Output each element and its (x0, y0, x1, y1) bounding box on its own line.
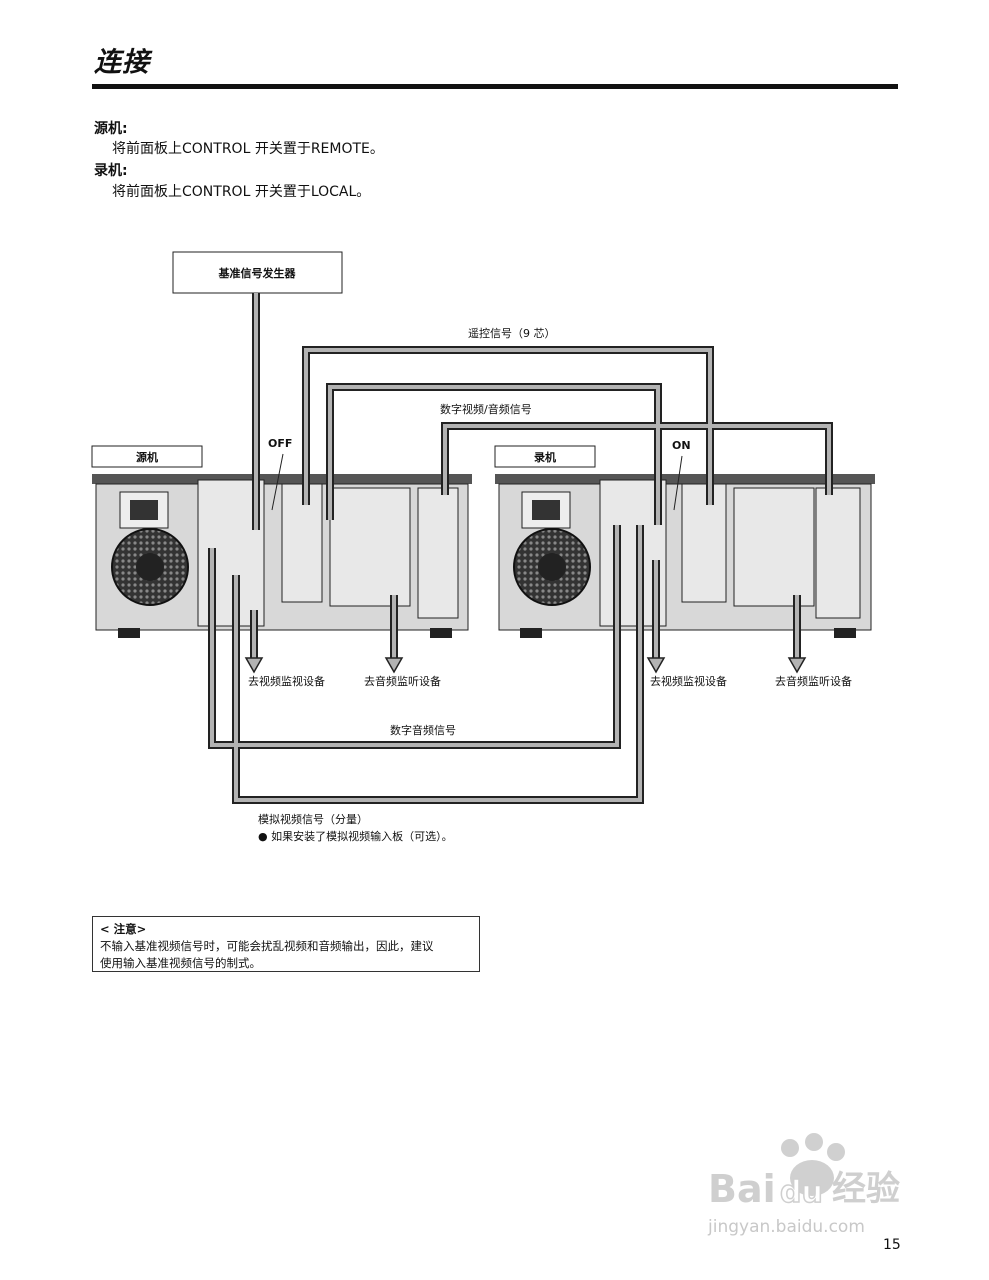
rec-audio-monitor-label: 去音频监听设备 (775, 674, 852, 688)
caution-line-2: 使用输入基准视频信号的制式。 (100, 956, 261, 970)
svg-text:经验: 经验 (832, 1169, 900, 1209)
cables (208, 293, 833, 804)
ref-generator-box (172, 251, 343, 294)
source-unit: 源机 (91, 445, 472, 638)
recorder-unit-label: 录机 (534, 450, 556, 464)
analog-video-signal-label: 模拟视频信号（分量） (258, 812, 368, 826)
caution-box: < 注意> 不输入基准视频信号时，可能会扰乱视频和音频输出，因此，建议 使用输入… (92, 916, 480, 972)
analog-note-label: ● 如果安装了模拟视频输入板（可选）。 (258, 829, 453, 843)
digital-av-signal-label: 数字视频/音频信号 (440, 402, 532, 416)
recorder-unit: 录机 (494, 445, 875, 638)
rec-video-monitor-label: 去视频监视设备 (650, 674, 727, 688)
source-unit-label: 源机 (136, 450, 158, 464)
baidu-watermark-logo: Bai du 经验 jingyan.baidu.com (707, 1133, 900, 1237)
source-label: 源机: (94, 121, 128, 137)
recorder-label: 录机: (94, 163, 128, 179)
caution-title: < 注意> (100, 922, 147, 936)
ref-generator-label: 基准信号发生器 (218, 266, 297, 280)
caution-line-1: 不输入基准视频信号时，可能会扰乱视频和音频输出，因此，建议 (100, 939, 434, 953)
svg-text:du: du (780, 1175, 823, 1210)
page-title: 连接 (94, 47, 150, 78)
switch-on-label: ON (672, 439, 691, 452)
src-video-monitor-label: 去视频监视设备 (248, 674, 325, 688)
svg-text:Bai: Bai (708, 1167, 776, 1211)
remote-signal-label: 遥控信号（9 芯） (468, 326, 556, 340)
svg-text:jingyan.baidu.com: jingyan.baidu.com (707, 1217, 865, 1237)
source-instruction: 将前面板上CONTROL 开关置于REMOTE。 (112, 141, 384, 157)
recorder-instruction: 将前面板上CONTROL 开关置于LOCAL。 (112, 184, 371, 200)
digital-audio-signal-label: 数字音频信号 (390, 723, 456, 737)
title-divider (92, 84, 898, 89)
page-number: 15 (883, 1237, 901, 1253)
switch-off-label: OFF (268, 437, 292, 450)
src-audio-monitor-label: 去音频监听设备 (364, 674, 441, 688)
